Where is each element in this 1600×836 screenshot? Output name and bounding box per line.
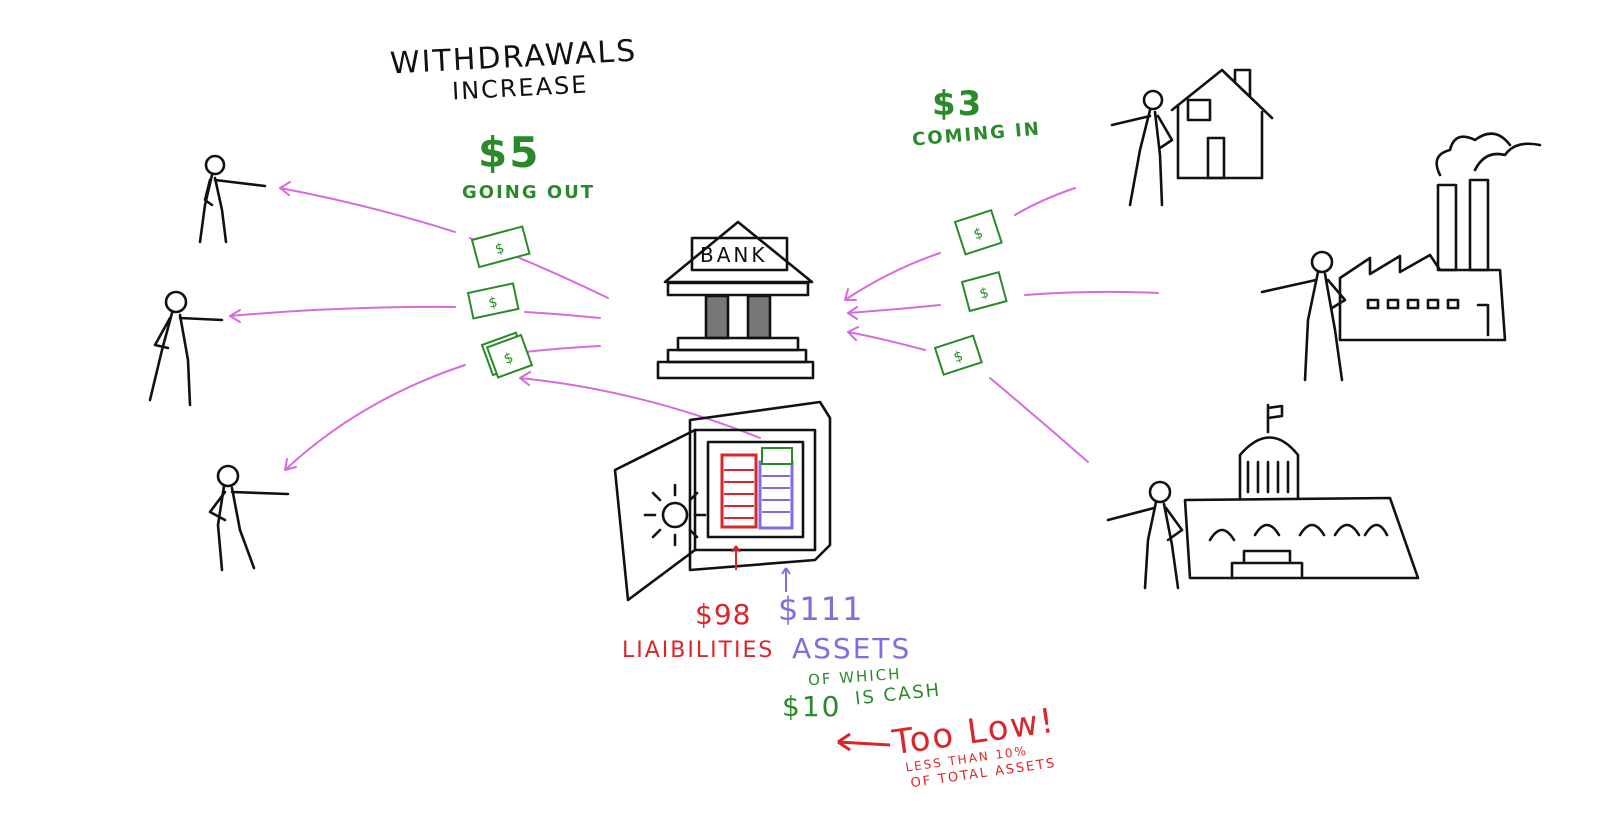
arrow-to-person-2 [229, 305, 456, 323]
dollar-bills: $ $ $ $ $ $ [466, 208, 1008, 379]
bank-building-icon [656, 220, 815, 380]
person-icon [1110, 89, 1174, 207]
arrow-to-person-3 [284, 364, 466, 471]
arrow-segment [524, 345, 601, 353]
government-building-with-person [1106, 403, 1420, 590]
arrow-from-factory [847, 304, 941, 320]
bill-icon: $ [960, 270, 1008, 313]
svg-text:$: $ [978, 285, 991, 303]
coming-in-amount: $3 [932, 84, 984, 124]
assets-label: Assets [792, 632, 912, 665]
bill-icon: $ [470, 225, 531, 269]
government-building-icon [1183, 403, 1420, 580]
factory-icon [1338, 132, 1542, 342]
bank-sign: BANK [700, 243, 768, 267]
outgoing-arrows [229, 181, 761, 471]
arrow-from-vault [519, 371, 761, 439]
person-icon [148, 290, 224, 407]
going-out-text: Going out [462, 182, 596, 203]
people-withdrawing [148, 154, 290, 572]
assets-amount: $111 [778, 590, 864, 628]
arrow-segment [989, 377, 1089, 463]
person-icon [198, 154, 267, 244]
factory-with-person [1260, 132, 1542, 382]
incoming-arrows [844, 187, 1159, 463]
person-icon [1260, 250, 1347, 382]
liabilities-amount: $98 [695, 598, 752, 631]
arrow-segment [524, 311, 601, 319]
arrow-segment [1024, 290, 1159, 296]
bill-icon: $ [933, 334, 983, 376]
house-with-person [1110, 68, 1274, 207]
bill-stack-icon: $ [480, 331, 534, 379]
svg-text:$: $ [493, 240, 506, 258]
cash-amount: $10 [782, 690, 842, 723]
svg-text:$: $ [487, 294, 499, 312]
liabilities-label: Liaibilities [622, 638, 775, 663]
arrow-to-person-1 [279, 181, 456, 233]
vault-safe-icon [613, 400, 832, 602]
person-icon [208, 464, 290, 572]
bill-icon: $ [466, 282, 520, 320]
person-icon [1106, 480, 1184, 590]
going-out-amount: $5 [478, 128, 541, 177]
arrow-segment [1014, 187, 1076, 216]
arrow-from-house [844, 252, 941, 301]
bill-icon: $ [953, 208, 1003, 256]
house-icon [1170, 68, 1274, 180]
arrow-from-government [847, 326, 926, 351]
too-low-arrow [837, 732, 891, 752]
